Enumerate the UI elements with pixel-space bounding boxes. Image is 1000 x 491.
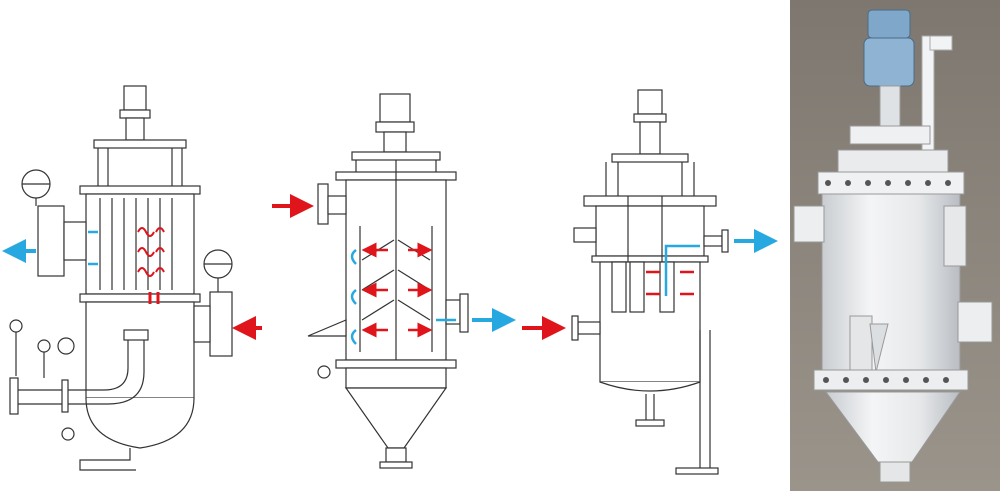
drawing-2-panel [307,93,469,469]
internal-flow-arrow [664,244,700,296]
drawing-1-panel [9,85,233,471]
internal-flow-arrow [350,289,357,305]
drawing-3-flow-arrows [522,229,778,340]
internal-flow-arrow [350,329,357,345]
filter-photo [790,0,1000,491]
drawing-1-flow-arrows [2,230,262,340]
drawing-2-flow-arrows [272,194,516,345]
internal-flow-arrow [350,249,357,265]
drawing-3-panel [571,89,729,475]
